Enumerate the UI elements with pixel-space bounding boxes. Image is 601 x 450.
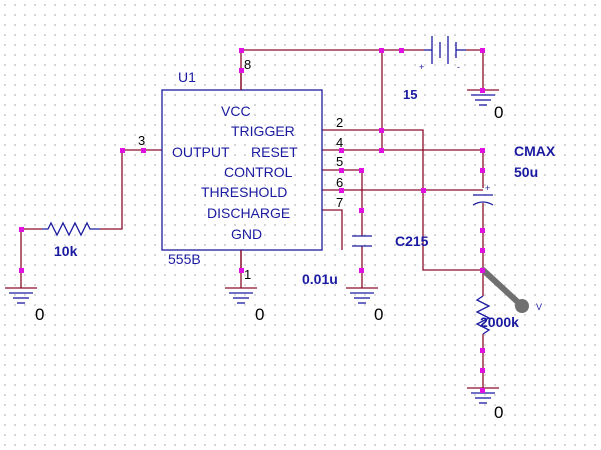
junction-nodes bbox=[19, 48, 485, 393]
chip-model-label: 555B bbox=[168, 251, 201, 267]
cap-cmax-symbol[interactable] bbox=[472, 194, 494, 206]
ground-label-pot: 0 bbox=[494, 403, 503, 422]
chip-pin-number-vcc: 8 bbox=[244, 57, 251, 72]
chip-pin-name-trigger: TRIGGER bbox=[231, 123, 295, 139]
chip-pin-name-discharge: DISCHARGE bbox=[207, 205, 290, 221]
chip-pin-number-output: 3 bbox=[138, 133, 145, 148]
wire-res-left[interactable] bbox=[20, 228, 42, 288]
chip-body[interactable] bbox=[161, 89, 323, 251]
chip-pin-number-reset: 4 bbox=[336, 135, 343, 150]
cap-cmax-value-label: 50u bbox=[514, 164, 538, 180]
pot-2000k-symbol[interactable] bbox=[475, 292, 491, 336]
ground-symbol-control-cap bbox=[346, 287, 378, 304]
chip-pin-name-reset: RESET bbox=[251, 144, 298, 160]
cap-c215-value-label: 0.01u bbox=[302, 271, 338, 287]
wire-discharge[interactable] bbox=[322, 209, 343, 250]
cap-cmax-plus-label: + bbox=[485, 183, 490, 193]
battery-symbol[interactable] bbox=[424, 36, 466, 64]
resistor-10k-label: 10k bbox=[54, 243, 78, 259]
ground-symbol-left bbox=[5, 287, 37, 304]
chip-pin-name-vcc: VCC bbox=[221, 103, 251, 119]
pot-value-label: 2000k bbox=[480, 314, 519, 330]
chip-pin-number-threshold: 6 bbox=[336, 175, 343, 190]
wire-reset[interactable] bbox=[322, 149, 484, 188]
wire-vcc[interactable] bbox=[240, 49, 424, 90]
cap-cmax-ref-label: CMAX bbox=[514, 143, 556, 159]
battery-value-label: 15 bbox=[403, 87, 417, 102]
wire-output[interactable] bbox=[100, 149, 162, 230]
chip-pin-number-gnd: 1 bbox=[244, 267, 251, 282]
chip-pin-name-control: CONTROL bbox=[224, 164, 293, 180]
chip-pin-number-discharge: 7 bbox=[336, 195, 343, 210]
pot-probe-label: V bbox=[536, 302, 542, 312]
chip-ref-label: U1 bbox=[178, 69, 196, 85]
battery-plus-label: + bbox=[419, 62, 424, 72]
pot-wiper-knob[interactable] bbox=[515, 299, 529, 313]
resistor-10k-symbol[interactable] bbox=[42, 221, 100, 237]
ground-label-chip: 0 bbox=[255, 305, 264, 324]
pot-wiper-probe[interactable] bbox=[480, 267, 524, 308]
cap-c215-symbol[interactable] bbox=[352, 235, 372, 247]
ground-label-left: 0 bbox=[35, 305, 44, 324]
ground-label-control-cap: 0 bbox=[374, 305, 383, 324]
cap-c215-ref-label: C215 bbox=[395, 233, 429, 249]
battery-minus-label: - bbox=[457, 62, 460, 72]
chip-pin-name-gnd: GND bbox=[231, 226, 262, 242]
chip-pin-name-output: OUTPUT bbox=[172, 144, 230, 160]
ground-symbol-chip bbox=[225, 287, 257, 304]
chip-pin-number-trigger: 2 bbox=[336, 115, 343, 130]
wire-trigger[interactable] bbox=[322, 129, 483, 271]
chip-pin-number-control: 5 bbox=[336, 154, 343, 169]
ground-label-battery: 0 bbox=[494, 103, 503, 122]
chip-pin-name-threshold: THRESHOLD bbox=[201, 184, 287, 200]
